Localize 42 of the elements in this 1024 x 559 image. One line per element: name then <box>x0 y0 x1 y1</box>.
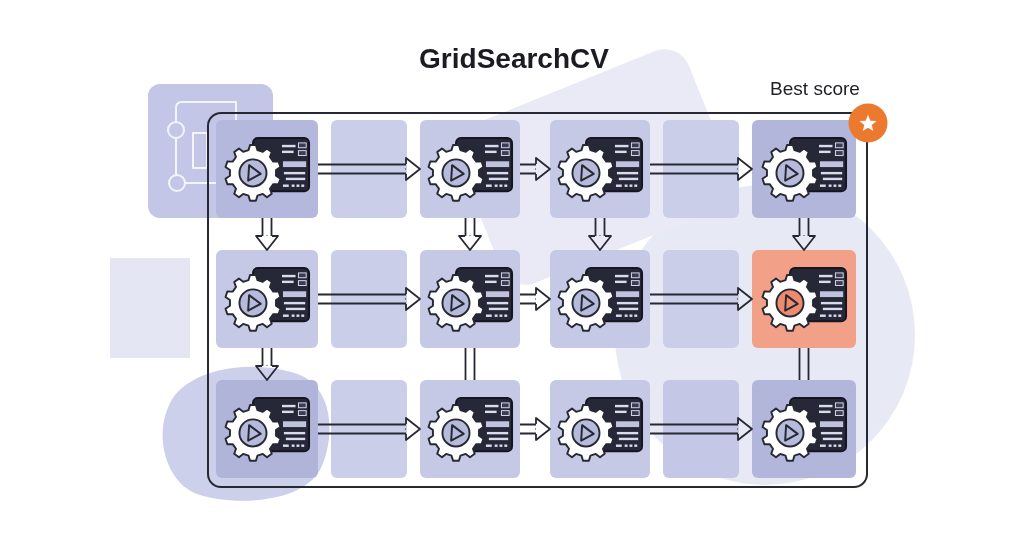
connector-line <box>649 423 664 435</box>
connector-line <box>317 293 332 305</box>
empty-tile <box>663 120 739 218</box>
connector-line <box>649 163 664 175</box>
arrow <box>588 217 612 251</box>
grid-tile <box>216 120 318 218</box>
connector-line <box>317 423 332 435</box>
arrow <box>792 217 816 251</box>
connector-line <box>317 163 332 175</box>
grid-tile <box>420 250 520 348</box>
connector-line <box>798 347 810 381</box>
arrow <box>255 217 279 251</box>
arrow <box>662 417 753 441</box>
annotation-label: Best score <box>770 78 860 100</box>
empty-tile <box>663 380 739 478</box>
arrow <box>458 217 482 251</box>
grid-tile <box>550 250 650 348</box>
arrow <box>662 157 753 181</box>
arrow <box>330 157 421 181</box>
arrow <box>330 417 421 441</box>
empty-tile <box>663 250 739 348</box>
empty-tile <box>331 250 407 348</box>
highlighted-tile <box>752 250 856 348</box>
grid-tile <box>550 120 650 218</box>
grid-tile <box>216 380 318 478</box>
grid-tile <box>420 380 520 478</box>
arrow <box>519 287 551 311</box>
empty-tile <box>331 120 407 218</box>
arrow <box>519 417 551 441</box>
grid-tile <box>752 120 856 218</box>
grid-tile <box>420 120 520 218</box>
arrow <box>330 287 421 311</box>
arrow <box>519 157 551 181</box>
empty-tile <box>331 380 407 478</box>
grid-tile <box>216 250 318 348</box>
grid-tile <box>752 380 856 478</box>
arrow <box>662 287 753 311</box>
title: GridSearchCV <box>419 43 609 75</box>
connector-line <box>464 347 476 381</box>
arrow <box>255 347 279 381</box>
grid-tile <box>550 380 650 478</box>
connector-line <box>649 293 664 305</box>
